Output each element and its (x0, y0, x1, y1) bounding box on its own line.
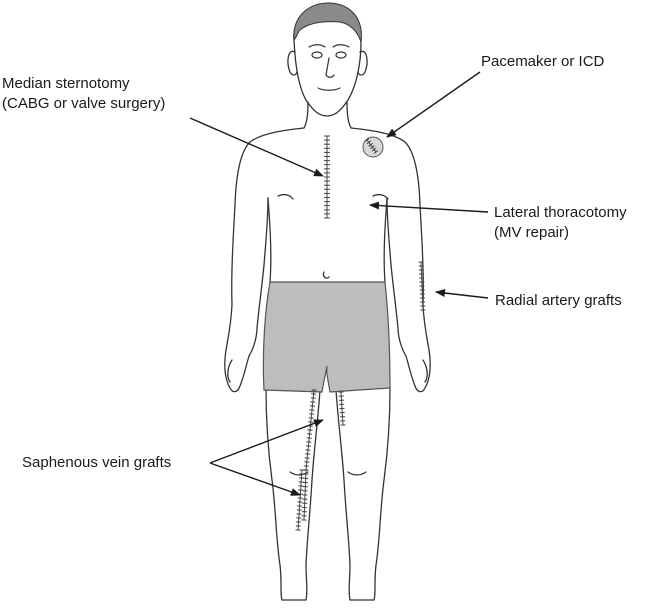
shorts-icon (262, 281, 391, 393)
saphenous-scar-upper-right (338, 391, 346, 426)
label-saphenous-vein-grafts: Saphenous vein grafts (22, 453, 171, 473)
label-lateral-thoracotomy-line2: (MV repair) (494, 224, 570, 241)
label-radial-artery-grafts: Radial artery grafts (495, 291, 622, 311)
sternotomy-scar (324, 135, 330, 219)
arrow-saphenous-lower (209, 462, 301, 496)
surgical-scars (295, 135, 426, 531)
label-saphenous-vein-grafts-line1: Saphenous vein grafts (22, 454, 172, 471)
annotation-arrows (189, 71, 489, 496)
arrow-thoracotomy (369, 201, 489, 213)
arrow-sternotomy (189, 117, 324, 177)
hair-icon (293, 2, 362, 43)
label-median-sternotomy-line1: Median sternotomy (2, 75, 130, 92)
label-lateral-thoracotomy: Lateral thoracotomy (MV repair) (494, 203, 627, 243)
saphenous-scar-lower-left (295, 469, 305, 531)
label-pacemaker: Pacemaker or ICD (481, 52, 604, 72)
arrow-saphenous-upper (209, 419, 324, 464)
arrow-radial (435, 289, 489, 299)
arrow-pacemaker (386, 71, 481, 138)
radial-artery-scar (418, 261, 426, 311)
label-median-sternotomy-line2: (CABG or valve surgery) (2, 95, 166, 112)
saphenous-scar-upper-left (301, 389, 317, 521)
pacemaker-scar (364, 138, 379, 154)
label-median-sternotomy: Median sternotomy (CABG or valve surgery… (2, 74, 165, 114)
label-lateral-thoracotomy-line1: Lateral thoracotomy (494, 204, 627, 221)
label-pacemaker-line1: Pacemaker or ICD (481, 53, 605, 70)
label-radial-artery-grafts-line1: Radial artery grafts (495, 292, 622, 309)
face-features-icon (308, 44, 350, 91)
